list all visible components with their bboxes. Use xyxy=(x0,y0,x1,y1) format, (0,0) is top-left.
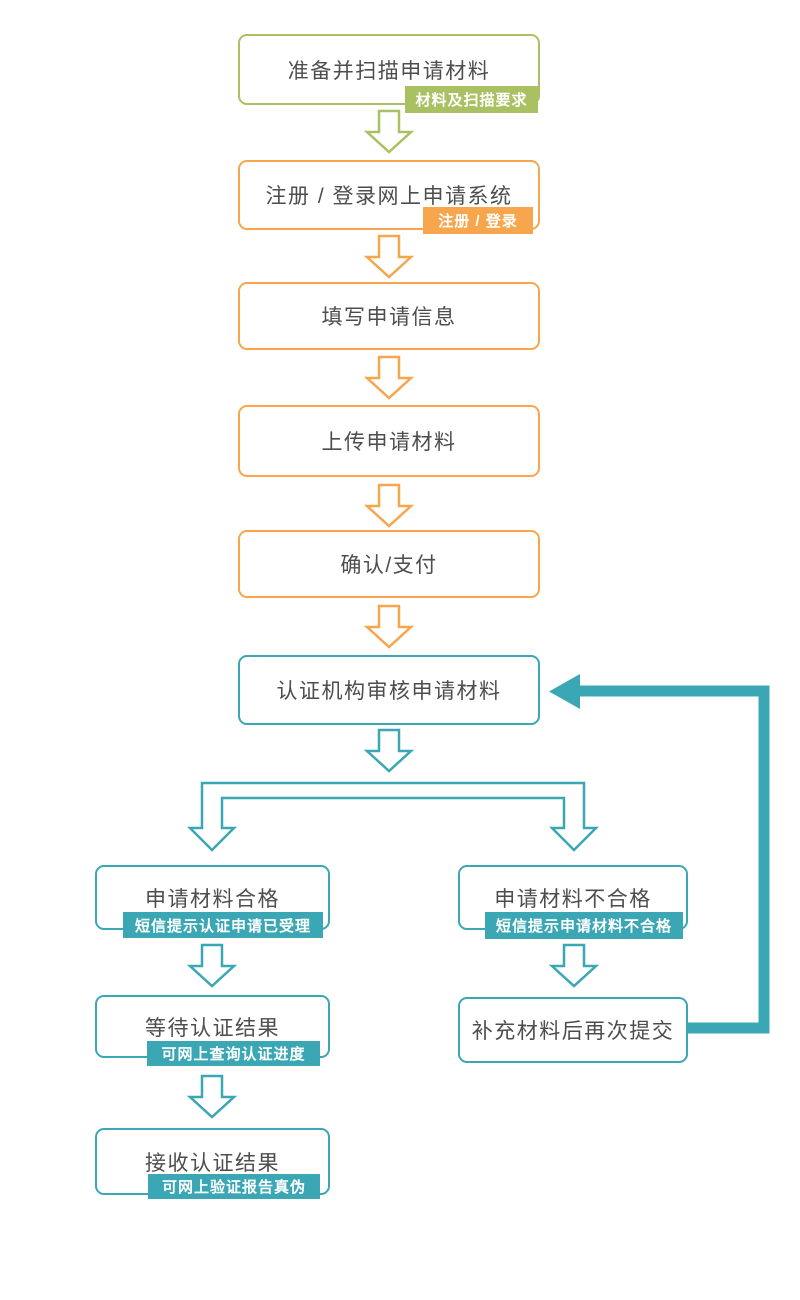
step-label: 认证机构审核申请材料 xyxy=(276,680,502,703)
step-fill-application-info: 填写申请信息 xyxy=(238,282,540,350)
step-agency-review: 认证机构审核申请材料 xyxy=(238,655,540,725)
arrow-down-icon xyxy=(363,109,415,154)
badge-verify-report-online[interactable]: 可网上验证报告真伪 xyxy=(148,1174,320,1199)
badge-sms-accepted[interactable]: 短信提示认证申请已受理 xyxy=(123,912,323,938)
feedback-arrowhead-left-icon xyxy=(549,674,580,709)
badge-sms-not-qualified[interactable]: 短信提示申请材料不合格 xyxy=(485,912,683,939)
arrow-down-icon xyxy=(363,604,415,649)
step-label: 申请材料合格 xyxy=(145,887,280,911)
step-label: 等待认证结果 xyxy=(145,1016,280,1040)
feedback-loop-line xyxy=(580,685,770,1034)
step-label: 申请材料不合格 xyxy=(494,887,652,911)
badge-material-scan-requirements[interactable]: 材料及扫描要求 xyxy=(405,86,538,113)
step-resubmit-supplement: 补充材料后再次提交 xyxy=(458,997,688,1063)
arrow-down-icon xyxy=(363,483,415,528)
arrow-down-icon xyxy=(363,234,415,279)
step-label: 上传申请材料 xyxy=(321,431,457,454)
step-label: 确认/支付 xyxy=(340,554,438,577)
badge-check-progress-online[interactable]: 可网上查询认证进度 xyxy=(147,1041,320,1066)
arrow-down-icon xyxy=(186,1074,238,1119)
arrow-down-icon xyxy=(548,943,600,988)
step-label: 补充材料后再次提交 xyxy=(471,1020,675,1043)
step-label: 填写申请信息 xyxy=(321,306,457,329)
step-upload-materials: 上传申请材料 xyxy=(238,405,540,477)
arrow-down-icon xyxy=(363,355,415,400)
badge-register-login[interactable]: 注册 / 登录 xyxy=(423,207,533,234)
arrow-down-icon xyxy=(186,943,238,988)
arrow-down-icon xyxy=(363,728,415,773)
step-label: 准备并扫描申请材料 xyxy=(287,59,491,83)
step-label: 接收认证结果 xyxy=(145,1151,280,1175)
step-confirm-pay: 确认/支付 xyxy=(238,530,540,598)
step-label: 注册 / 登录网上申请系统 xyxy=(265,185,513,208)
branch-split-arrow xyxy=(186,781,600,852)
